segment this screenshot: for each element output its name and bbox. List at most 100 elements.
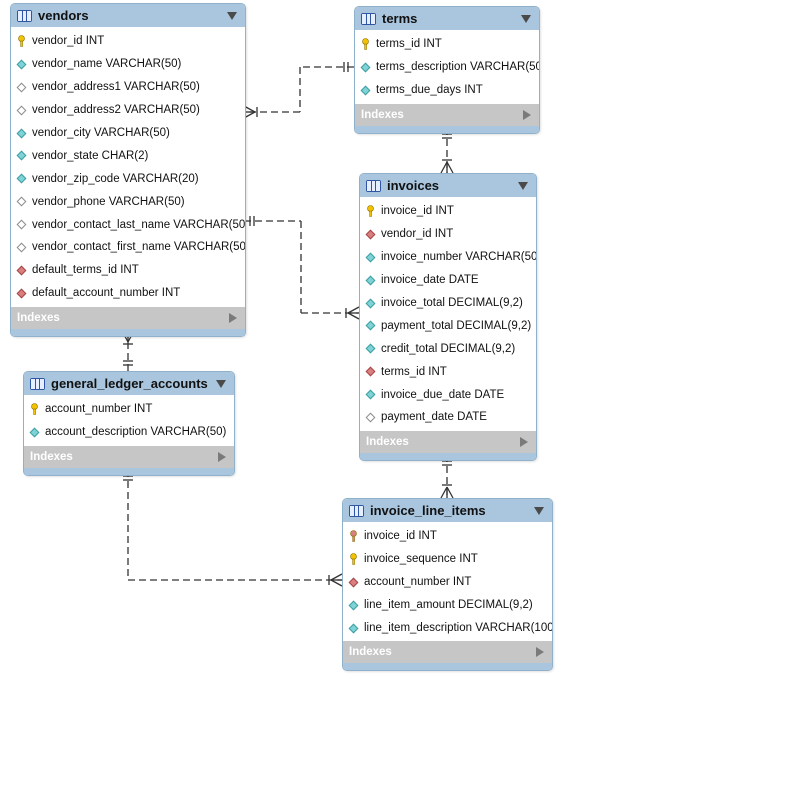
column-row[interactable]: default_terms_id INT	[11, 259, 245, 282]
table-title: general_ledger_accounts	[51, 376, 208, 391]
expand-arrow-icon[interactable]	[536, 647, 544, 658]
foreign-key-icon	[16, 288, 27, 299]
table-header[interactable]: terms	[355, 7, 539, 30]
column-row[interactable]: vendor_zip_code VARCHAR(20)	[11, 167, 245, 190]
table-card-terms[interactable]: terms terms_id INT terms_description VARCH…	[354, 6, 540, 134]
table-footer	[360, 452, 536, 460]
collapse-triangle-icon[interactable]	[518, 181, 528, 190]
relationship-terms-invoices[interactable]	[440, 128, 454, 174]
column-label: terms_id INT	[381, 365, 447, 378]
column-row[interactable]: invoice_total DECIMAL(9,2)	[360, 292, 536, 315]
column-label: credit_total DECIMAL(9,2)	[381, 342, 516, 355]
column-label: vendor_address2 VARCHAR(50)	[32, 104, 200, 117]
column-row[interactable]: payment_total DECIMAL(9,2)	[360, 314, 536, 337]
not-null-column-icon	[360, 85, 371, 96]
indexes-section[interactable]: Indexes	[355, 103, 539, 126]
expand-arrow-icon[interactable]	[218, 451, 226, 462]
table-icon	[30, 377, 45, 390]
nullable-column-icon	[16, 196, 27, 207]
column-row[interactable]: invoice_due_date DATE	[360, 383, 536, 406]
column-row[interactable]: vendor_name VARCHAR(50)	[11, 53, 245, 76]
table-card-general-ledger-accounts[interactable]: general_ledger_accounts account_number IN…	[23, 371, 235, 476]
column-label: vendor_address1 VARCHAR(50)	[32, 81, 200, 94]
relationship-accounts-vendors[interactable]	[121, 330, 135, 371]
column-label: vendor_contact_last_name VARCHAR(50)	[32, 218, 246, 231]
column-label: line_item_description VARCHAR(100)	[364, 622, 553, 634]
collapse-triangle-icon[interactable]	[521, 14, 531, 23]
primary-key-icon	[16, 35, 27, 48]
relationship-vendors-invoices[interactable]	[244, 216, 360, 320]
column-row[interactable]: vendor_state CHAR(2)	[11, 144, 245, 167]
indexes-section[interactable]: Indexes	[360, 430, 536, 453]
nullable-column-icon	[16, 105, 27, 116]
not-null-column-icon	[365, 275, 376, 286]
column-row[interactable]: line_item_amount DECIMAL(9,2)	[343, 594, 552, 617]
expand-arrow-icon[interactable]	[520, 436, 528, 447]
column-row[interactable]: account_number INT	[343, 571, 552, 594]
column-row[interactable]: invoice_date DATE	[360, 269, 536, 292]
column-row[interactable]: vendor_contact_first_name VARCHAR(50)	[11, 236, 245, 259]
relationship-accounts-line-items[interactable]	[123, 470, 343, 587]
nullable-column-icon	[16, 82, 27, 93]
column-label: invoice_total DECIMAL(9,2)	[381, 297, 523, 309]
column-row[interactable]: vendor_contact_last_name VARCHAR(50)	[11, 213, 245, 236]
not-null-column-icon	[16, 59, 27, 70]
column-row[interactable]: terms_due_days INT	[355, 79, 539, 102]
primary-key-icon	[348, 553, 359, 566]
column-label: vendor_name VARCHAR(50)	[32, 58, 182, 71]
column-row[interactable]: vendor_id INT	[360, 223, 536, 246]
column-row[interactable]: terms_id INT	[355, 33, 539, 56]
table-footer	[24, 467, 234, 475]
column-label: payment_date DATE	[381, 411, 487, 424]
indexes-section[interactable]: Indexes	[343, 641, 552, 664]
column-row[interactable]: credit_total DECIMAL(9,2)	[360, 337, 536, 360]
column-row[interactable]: account_number INT	[24, 398, 234, 421]
foreign-key-icon	[348, 577, 359, 588]
column-row[interactable]: invoice_sequence INT	[343, 548, 552, 571]
column-row[interactable]: terms_description VARCHAR(50)	[355, 56, 539, 79]
relationship-invoices-line-items[interactable]	[440, 455, 454, 499]
column-row[interactable]: invoice_id INT	[343, 525, 552, 548]
foreign-key-icon	[365, 229, 376, 240]
column-row[interactable]: invoice_number VARCHAR(50)	[360, 246, 536, 269]
table-header[interactable]: vendors	[11, 4, 245, 27]
not-null-column-icon	[16, 150, 27, 161]
not-null-column-icon	[360, 62, 371, 73]
column-row[interactable]: line_item_description VARCHAR(100)	[343, 617, 552, 640]
collapse-triangle-icon[interactable]	[227, 11, 237, 20]
primary-key-icon	[365, 205, 376, 218]
not-null-column-icon	[365, 298, 376, 309]
column-row[interactable]: account_description VARCHAR(50)	[24, 421, 234, 444]
column-row[interactable]: terms_id INT	[360, 360, 536, 383]
column-list: vendor_id INT vendor_name VARCHAR(50) vend…	[11, 27, 245, 307]
collapse-triangle-icon[interactable]	[216, 379, 226, 388]
expand-arrow-icon[interactable]	[229, 312, 237, 323]
column-row[interactable]: vendor_address2 VARCHAR(50)	[11, 99, 245, 122]
column-label: terms_id INT	[376, 38, 442, 51]
expand-arrow-icon[interactable]	[523, 109, 531, 120]
column-row[interactable]: payment_date DATE	[360, 406, 536, 429]
indexes-section[interactable]: Indexes	[11, 306, 245, 329]
column-row[interactable]: vendor_id INT	[11, 30, 245, 53]
column-row[interactable]: default_account_number INT	[11, 282, 245, 305]
table-header[interactable]: invoices	[360, 174, 536, 197]
relationship-vendors-terms[interactable]	[243, 62, 354, 119]
column-row[interactable]: vendor_city VARCHAR(50)	[11, 122, 245, 145]
table-header[interactable]: invoice_line_items	[343, 499, 552, 522]
indexes-label: Indexes	[17, 311, 60, 324]
table-card-vendors[interactable]: vendors vendor_id INT vendor_name VARCHAR(…	[10, 3, 246, 337]
column-row[interactable]: invoice_id INT	[360, 200, 536, 223]
primary-key-icon	[360, 38, 371, 51]
table-header[interactable]: general_ledger_accounts	[24, 372, 234, 395]
indexes-label: Indexes	[361, 108, 404, 121]
column-row[interactable]: vendor_phone VARCHAR(50)	[11, 190, 245, 213]
collapse-triangle-icon[interactable]	[534, 506, 544, 515]
column-row[interactable]: vendor_address1 VARCHAR(50)	[11, 76, 245, 99]
column-label: vendor_city VARCHAR(50)	[32, 127, 170, 139]
indexes-section[interactable]: Indexes	[24, 445, 234, 468]
